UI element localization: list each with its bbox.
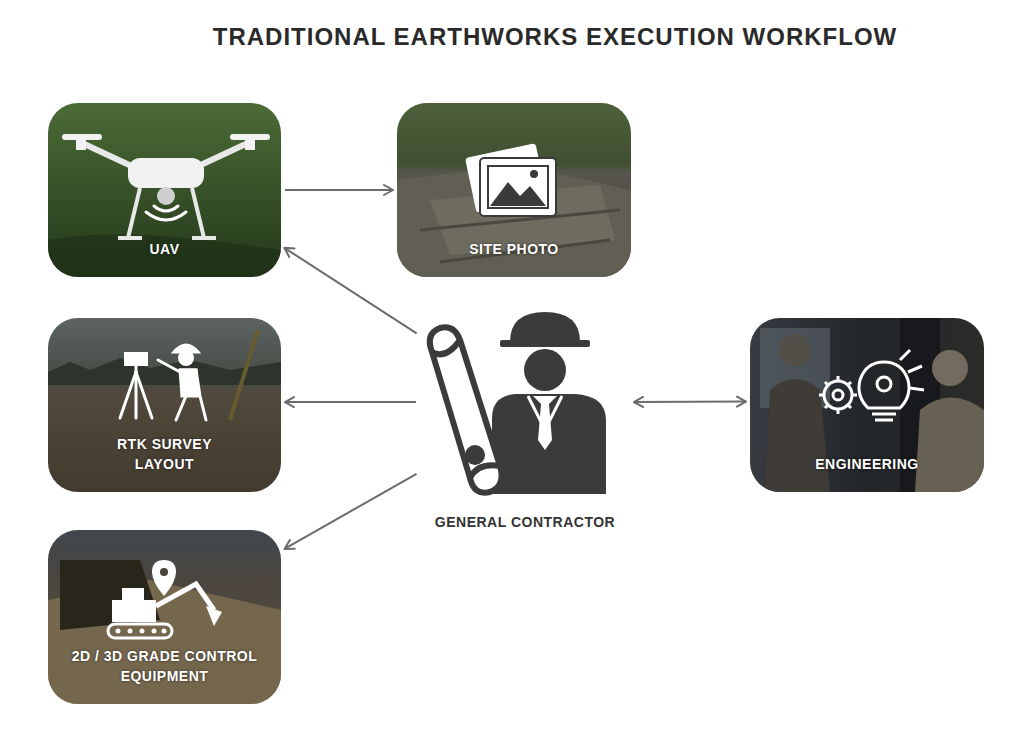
surveyor-icon — [158, 360, 206, 420]
node-label: ENGINEERING — [815, 454, 919, 474]
gear-bulb-icon — [824, 381, 852, 409]
uav-photo — [48, 103, 281, 277]
contractor-figure — [528, 396, 562, 430]
excavator-icon — [112, 600, 156, 622]
site-photo-bg — [397, 103, 631, 277]
contractor-node: GENERAL CONTRACTOR — [420, 305, 630, 540]
uav-photo — [48, 234, 281, 277]
plans-roll — [470, 465, 500, 478]
surveyor-icon — [174, 345, 198, 352]
gear-bulb-icon — [877, 377, 891, 391]
excavator-icon — [128, 629, 133, 634]
excavator-icon — [160, 568, 168, 576]
excavator-icon — [122, 588, 144, 602]
excavator-icon — [156, 584, 214, 610]
drone-figure — [245, 140, 255, 150]
contractor-figure — [465, 445, 485, 465]
drone-figure — [128, 188, 140, 238]
photo-icon — [465, 143, 547, 213]
flow-arrow — [285, 189, 393, 191]
uav-photo — [48, 103, 281, 277]
gear-bulb-icon — [819, 376, 857, 414]
drone-figure — [192, 236, 216, 240]
diagram-title: TRADITIONAL EARTHWORKS EXECUTION WORKFLO… — [100, 22, 1010, 52]
gear-bulb-icon — [859, 362, 909, 408]
drone-figure — [62, 134, 270, 238]
photo-icon — [490, 182, 546, 206]
drone-figure — [76, 140, 86, 150]
drone-figure — [157, 187, 175, 205]
photo-box: SITE PHOTO — [397, 103, 631, 277]
surveyor-icon — [136, 372, 152, 418]
excavator-icon — [108, 560, 222, 638]
engineering-photo — [750, 318, 984, 492]
site-photo-bg — [397, 103, 631, 277]
excavator-icon — [152, 629, 157, 634]
gear-bulb-icon — [819, 350, 924, 420]
contractor-figure — [533, 396, 557, 450]
surveyor-icon — [180, 370, 198, 396]
excavator-icon — [162, 629, 167, 634]
drone-figure — [62, 134, 102, 140]
signal-icon — [154, 206, 178, 211]
contractor-figure — [492, 394, 606, 494]
rtk-photo — [48, 318, 281, 492]
photo-icon — [530, 170, 538, 178]
flow-arrow — [284, 474, 416, 549]
drone-figure — [118, 236, 142, 240]
contractor-figure — [524, 349, 566, 391]
engineering-photo — [750, 318, 984, 492]
drone-figure — [128, 158, 204, 188]
plans-roll — [430, 327, 502, 493]
contractor-figure — [430, 312, 606, 494]
grade-photo — [48, 530, 281, 704]
node-label: RTK SURVEY LAYOUT — [100, 434, 230, 474]
flow-arrow — [285, 401, 416, 403]
drone-figure — [192, 188, 204, 238]
contractor-figure — [500, 340, 590, 347]
excavator-icon — [206, 606, 222, 626]
contractor-figure — [510, 312, 580, 342]
gear-bulb-icon — [872, 413, 896, 416]
photo-icon — [480, 158, 556, 216]
excavator-icon — [108, 624, 172, 638]
flow-arrow — [284, 248, 416, 334]
surveyor-icon — [135, 372, 138, 418]
photo-icon — [465, 143, 556, 216]
drone-figure — [230, 134, 270, 140]
photo-icon — [488, 166, 548, 208]
flow-arrow — [634, 401, 746, 403]
gear-bulb-icon — [833, 390, 843, 400]
node-label: UAV — [149, 239, 179, 259]
photo-box: ENGINEERING — [750, 318, 984, 492]
surveyor-icon — [120, 345, 206, 420]
excavator-icon — [152, 560, 176, 596]
plans-roll — [432, 340, 460, 354]
rtk-photo — [48, 318, 281, 492]
excavator-icon — [116, 629, 121, 634]
gear-bulb-icon — [875, 419, 893, 422]
gear-bulb-icon — [900, 350, 924, 390]
photo-box: 2D / 3D GRADE CONTROL EQUIPMENT — [48, 530, 281, 704]
node-label: GENERAL CONTRACTOR — [435, 512, 615, 532]
node-label: SITE PHOTO — [469, 239, 559, 259]
photo-box: UAV — [48, 103, 281, 277]
signal-icon — [146, 206, 186, 220]
engineering-photo — [750, 318, 984, 492]
rtk-photo — [48, 318, 281, 492]
node-label: 2D / 3D GRADE CONTROL EQUIPMENT — [70, 646, 260, 686]
grade-photo — [48, 530, 281, 704]
signal-icon — [146, 212, 186, 220]
grade-photo — [48, 530, 281, 704]
surveyor-icon — [120, 372, 136, 418]
excavator-icon — [140, 629, 145, 634]
photo-box: RTK SURVEY LAYOUT — [48, 318, 281, 492]
surveyor-icon — [124, 352, 148, 366]
plans-roll — [430, 327, 502, 493]
site-photo-bg — [397, 103, 631, 277]
